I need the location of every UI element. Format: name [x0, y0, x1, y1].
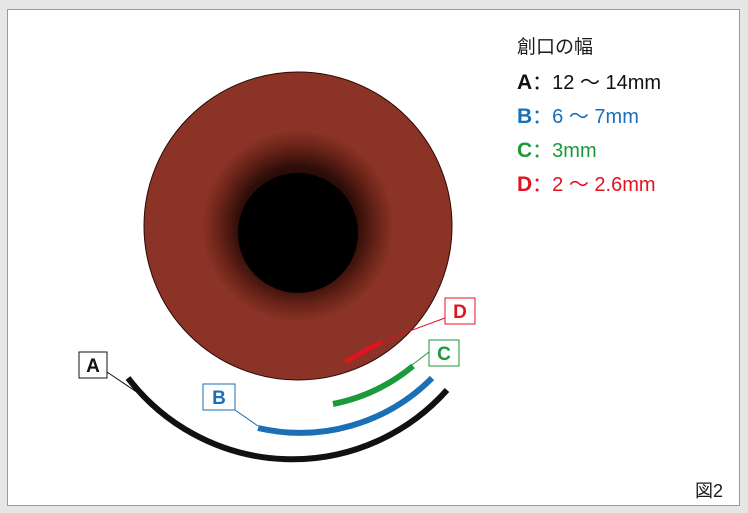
legend-value-d: 2 ～ 2.6mm — [552, 174, 655, 196]
legend-value-b: 6 ～ 7mm — [552, 106, 639, 128]
legend-sep-d: ： — [532, 174, 552, 196]
legend-value-a: 12 ～ 14mm — [552, 72, 661, 94]
legend-row-d: D：2 ～ 2.6mm — [517, 168, 661, 202]
legend-row-a: A：12 ～ 14mm — [517, 66, 661, 100]
legend-sep-b: ： — [532, 106, 552, 128]
leader-line-c — [412, 352, 429, 365]
incision-arc-a — [128, 378, 447, 459]
legend-key-b: B — [517, 105, 532, 128]
pupil — [238, 173, 358, 293]
figure-number-label: 図2 — [695, 477, 723, 503]
legend-sep-c: ： — [532, 140, 552, 162]
legend-row-b: B：6 ～ 7mm — [517, 100, 661, 134]
legend-key-d: D — [517, 173, 532, 196]
callout-label-c: C — [437, 344, 451, 365]
incision-width-legend: 創口の幅 A：12 ～ 14mm B：6 ～ 7mm C：3mm D：2 ～ 2… — [517, 34, 661, 202]
legend-row-c: C：3mm — [517, 134, 661, 168]
legend-key-c: C — [517, 139, 532, 162]
leader-line-b — [235, 410, 258, 426]
callout-label-d: D — [453, 302, 467, 323]
legend-key-a: A — [517, 71, 532, 94]
leader-line-a — [107, 372, 150, 401]
callout-label-a: A — [86, 356, 100, 377]
legend-title: 創口の幅 — [517, 34, 661, 61]
legend-value-c: 3mm — [552, 140, 596, 162]
legend-sep-a: ： — [532, 72, 552, 94]
callout-label-b: B — [212, 388, 226, 409]
